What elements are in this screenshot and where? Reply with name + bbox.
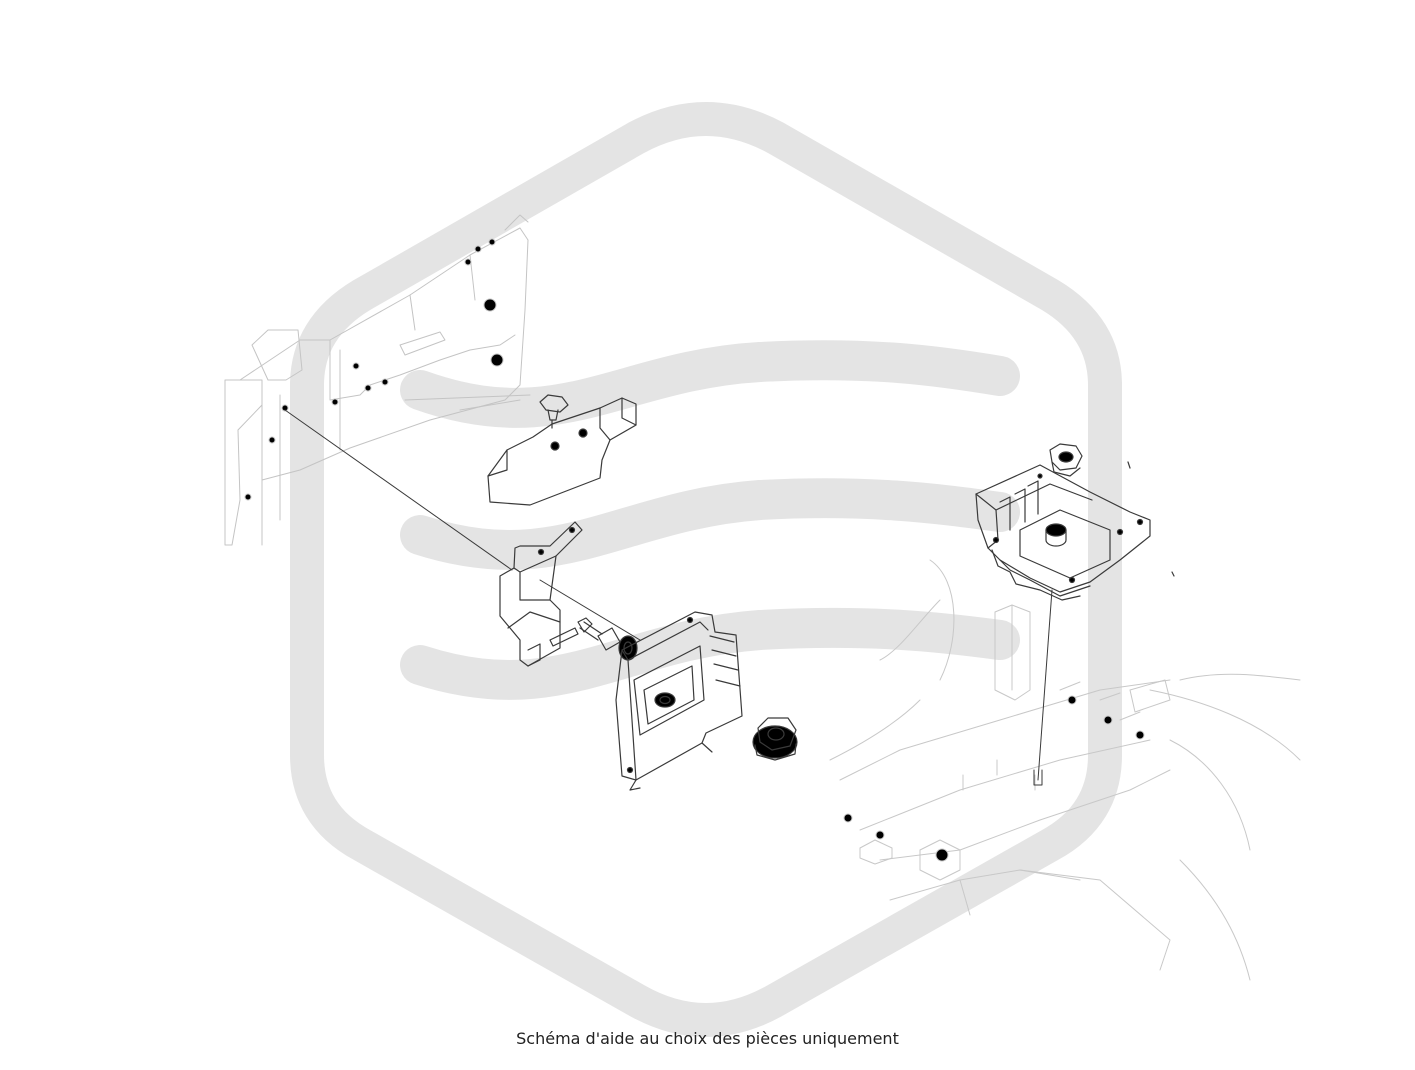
leader-line-stud xyxy=(1037,589,1053,781)
watermark-wave-middle xyxy=(400,478,1020,570)
cover-plate xyxy=(487,397,637,506)
ecu-module-left xyxy=(615,611,743,791)
bolt-part xyxy=(577,617,638,661)
watermark-wave-top xyxy=(400,340,1020,428)
ecu-module-right xyxy=(975,461,1175,601)
flange-nut-right xyxy=(1049,443,1083,477)
diagram-caption: Schéma d'aide au choix des pièces unique… xyxy=(516,1029,899,1048)
watermark-hexagon xyxy=(290,102,1122,1037)
mounting-bracket xyxy=(499,521,583,667)
hexagon-wave-logo-icon xyxy=(290,102,1122,1037)
right-assembly xyxy=(975,443,1175,786)
watermark-wave-bottom xyxy=(400,607,1020,700)
flange-nut-left xyxy=(752,717,798,761)
chassis-frame xyxy=(829,559,1301,981)
left-assembly xyxy=(284,394,798,791)
leader-line-ecu xyxy=(539,579,641,641)
body-panel xyxy=(224,214,531,546)
leader-line-bolt xyxy=(284,409,513,571)
